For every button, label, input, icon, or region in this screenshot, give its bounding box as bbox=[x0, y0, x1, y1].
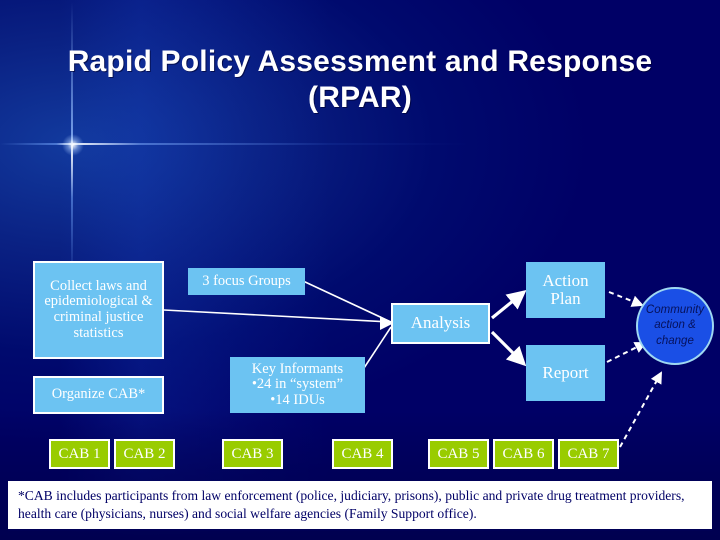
cab-box-2[interactable]: CAB 2 bbox=[114, 439, 175, 469]
cab-box-7-label: CAB 7 bbox=[567, 445, 610, 462]
cab-box-6[interactable]: CAB 6 bbox=[493, 439, 554, 469]
footnote-text: *CAB includes participants from law enfo… bbox=[18, 488, 685, 522]
cab-box-3[interactable]: CAB 3 bbox=[222, 439, 283, 469]
box-action-plan[interactable]: Action Plan bbox=[526, 262, 605, 318]
box-key-informants-line-3: •14 IDUs bbox=[270, 391, 325, 408]
circle-community-line-1: Community bbox=[645, 303, 705, 316]
cab-box-5-label: CAB 5 bbox=[437, 445, 480, 462]
box-key-informants[interactable]: Key Informants •24 in “system” •14 IDUs bbox=[230, 357, 365, 413]
box-key-informants-line-1: Key Informants bbox=[251, 360, 344, 377]
box-organize-cab-label: Organize CAB* bbox=[51, 386, 146, 403]
cab-box-6-label: CAB 6 bbox=[502, 445, 545, 462]
box-report-label: Report bbox=[542, 362, 589, 382]
starburst-core-icon bbox=[62, 134, 84, 156]
starburst-horizontal-ray-icon bbox=[0, 143, 470, 145]
circle-community-line-2: action & bbox=[654, 319, 696, 332]
box-focus-groups[interactable]: 3 focus Groups bbox=[188, 268, 305, 295]
box-analysis-label: Analysis bbox=[410, 313, 471, 333]
box-action-plan-label: Action Plan bbox=[542, 270, 589, 308]
cab-box-1[interactable]: CAB 1 bbox=[49, 439, 110, 469]
cab-box-4[interactable]: CAB 4 bbox=[332, 439, 393, 469]
cab-box-2-label: CAB 2 bbox=[123, 445, 166, 462]
cab-box-4-label: CAB 4 bbox=[341, 445, 384, 462]
circle-community-action-change[interactable]: Community action & change bbox=[636, 287, 714, 365]
cab-box-7[interactable]: CAB 7 bbox=[558, 439, 619, 469]
cab-box-5[interactable]: CAB 5 bbox=[428, 439, 489, 469]
circle-community-line-3: change bbox=[656, 334, 694, 347]
cab-box-3-label: CAB 3 bbox=[231, 445, 274, 462]
box-key-informants-line-2: •24 in “system” bbox=[251, 376, 344, 393]
box-focus-groups-label: 3 focus Groups bbox=[202, 272, 291, 289]
box-collect-statistics[interactable]: Collect laws and epidemiological & crimi… bbox=[33, 261, 164, 359]
box-analysis[interactable]: Analysis bbox=[391, 303, 490, 344]
slide-title: Rapid Policy Assessment and Response (RP… bbox=[67, 45, 653, 114]
box-report[interactable]: Report bbox=[526, 345, 605, 401]
box-collect-statistics-label: Collect laws and epidemiological & crimi… bbox=[44, 277, 153, 341]
footnote-cab-definition: *CAB includes participants from law enfo… bbox=[8, 481, 712, 529]
cab-box-1-label: CAB 1 bbox=[58, 445, 101, 462]
box-organize-cab[interactable]: Organize CAB* bbox=[33, 376, 164, 414]
